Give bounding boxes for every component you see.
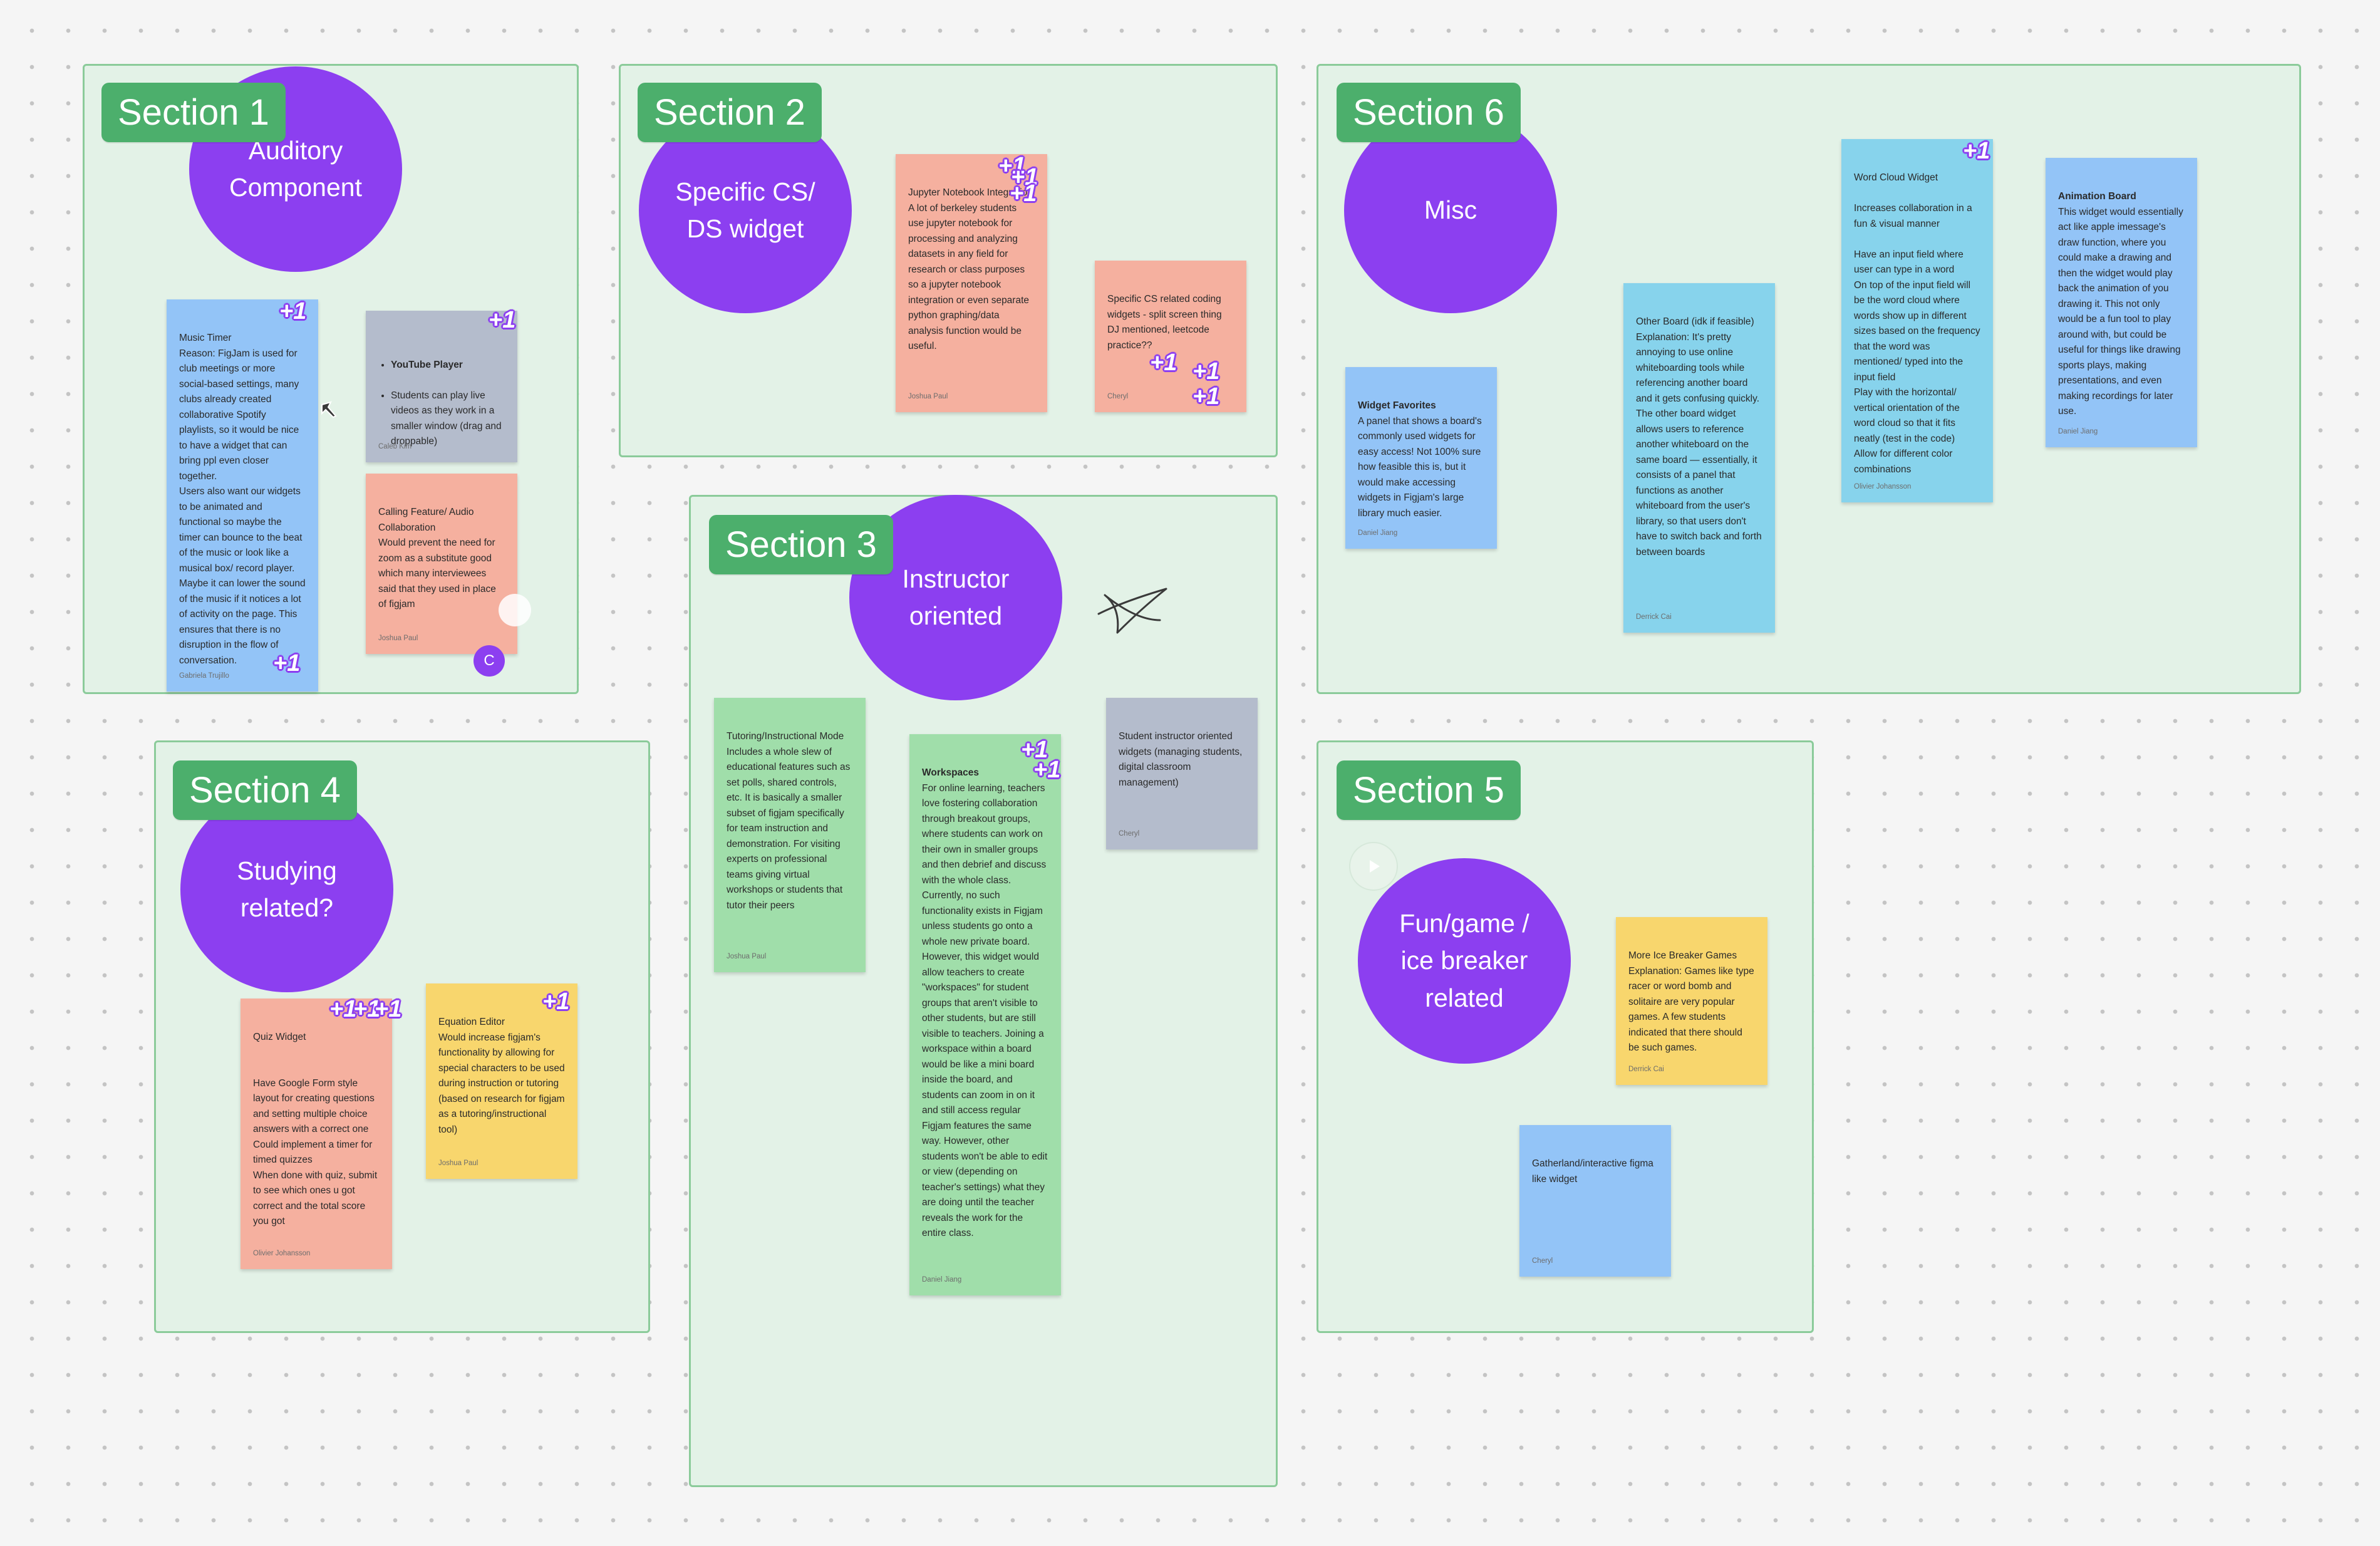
plus-one-vote-badge[interactable]: +1: [1010, 180, 1037, 207]
plus-one-vote-badge[interactable]: +1: [1193, 383, 1220, 410]
plus-one-vote-badge[interactable]: +1: [353, 996, 381, 1022]
sticky-note-animation-board[interactable]: Animation Board This widget would essent…: [2046, 158, 2197, 447]
play-button[interactable]: [1349, 842, 1398, 891]
note-text: Calling Feature/ Audio Collaboration Wou…: [378, 507, 496, 610]
sticky-note-calling-feature[interactable]: Calling Feature/ Audio Collaboration Wou…: [366, 474, 517, 654]
note-text: Equation Editor Would increase figjam's …: [438, 1017, 565, 1135]
note-text: Students can play live videos as they wo…: [391, 388, 505, 450]
doodle-star-drawing: [1097, 588, 1167, 634]
sticky-note-workspaces[interactable]: Workspaces For online learning, teachers…: [909, 734, 1061, 1295]
note-author: Caleb Kim: [378, 442, 412, 450]
plus-one-vote-badge[interactable]: +1: [489, 307, 516, 333]
note-author: Cheryl: [1532, 1257, 1553, 1265]
sticky-note-cs-coding[interactable]: Specific CS related coding widgets - spl…: [1095, 261, 1246, 412]
note-text: Jupyter Notebook Integration A lot of be…: [908, 187, 1033, 352]
plus-one-vote-badge[interactable]: +1: [375, 996, 402, 1022]
plus-one-vote-badge[interactable]: +1: [329, 996, 357, 1022]
section-6-label[interactable]: Section 6: [1337, 83, 1521, 142]
sticky-note-tutoring-mode[interactable]: Tutoring/Instructional Mode Includes a w…: [714, 698, 866, 972]
note-author: Olivier Johansson: [1854, 482, 1912, 490]
section-1-label[interactable]: Section 1: [101, 83, 286, 142]
note-title: YouTube Player: [391, 358, 505, 373]
note-author: Joshua Paul: [378, 634, 418, 642]
mouse-pointer-icon: [321, 401, 337, 418]
sticky-note-gatherland[interactable]: Gatherland/interactive figma like widget…: [1519, 1125, 1671, 1277]
note-text: Quiz Widget Have Google Form style layou…: [253, 1032, 378, 1227]
section-4-label[interactable]: Section 4: [173, 760, 357, 820]
note-author: Daniel Jiang: [1358, 529, 1398, 537]
note-text: Music Timer Reason: FigJam is used for c…: [179, 333, 306, 666]
note-text: More Ice Breaker Games Explanation: Game…: [1628, 950, 1754, 1054]
plus-one-vote-badge[interactable]: +1: [1150, 350, 1177, 376]
note-text: Student instructor oriented widgets (man…: [1119, 731, 1243, 788]
plus-one-vote-badge[interactable]: +1: [1193, 358, 1220, 385]
note-text: This widget would essentially act like a…: [2058, 206, 2183, 417]
topic-circle-fun-game[interactable]: Fun/game / ice breaker related: [1358, 858, 1571, 1064]
sticky-note-music-timer[interactable]: Music Timer Reason: FigJam is used for c…: [167, 299, 318, 692]
section-3-label[interactable]: Section 3: [709, 515, 893, 574]
note-title: Animation Board: [2058, 191, 2136, 202]
note-author: Joshua Paul: [908, 392, 948, 400]
plus-one-vote-badge[interactable]: +1: [1011, 164, 1038, 190]
note-text: Word Cloud Widget Increases collaboratio…: [1854, 172, 1980, 475]
note-author: Daniel Jiang: [922, 1275, 962, 1284]
section-2-label[interactable]: Section 2: [638, 83, 822, 142]
note-author: Cheryl: [1107, 392, 1129, 400]
note-author: Gabriela Trujillo: [179, 672, 229, 680]
sticky-note-ice-breaker[interactable]: More Ice Breaker Games Explanation: Game…: [1616, 917, 1767, 1085]
plus-one-vote-badge[interactable]: +1: [1033, 757, 1061, 783]
plus-one-vote-badge[interactable]: +1: [273, 650, 301, 677]
note-author: Joshua Paul: [727, 952, 767, 960]
plus-one-vote-badge[interactable]: +1: [1021, 737, 1048, 763]
sticky-note-youtube[interactable]: YouTube Player Students can play live vi…: [366, 311, 517, 462]
collaborator-avatar[interactable]: C: [473, 645, 505, 677]
collaborator-cursor-shadow: [499, 594, 531, 626]
note-author: Cheryl: [1119, 829, 1140, 838]
note-author: Derrick Cai: [1636, 613, 1672, 621]
plus-one-vote-badge[interactable]: +1: [542, 988, 570, 1015]
plus-one-vote-badge[interactable]: +1: [1963, 138, 1990, 164]
sticky-note-quiz-widget[interactable]: Quiz Widget Have Google Form style layou…: [241, 999, 392, 1269]
note-author: Olivier Johansson: [253, 1249, 311, 1257]
note-title: Workspaces: [922, 767, 980, 779]
sticky-note-student-instructor[interactable]: Student instructor oriented widgets (man…: [1106, 698, 1258, 849]
plus-one-vote-badge[interactable]: +1: [998, 153, 1026, 179]
note-text: A panel that shows a board's commonly us…: [1358, 415, 1482, 519]
note-bullet-list: YouTube Player Students can play live vi…: [378, 342, 505, 462]
note-text: For online learning, teachers love foste…: [922, 782, 1048, 1239]
play-icon: [1370, 860, 1380, 873]
note-text: Other Board (idk if feasible) Explanatio…: [1636, 316, 1762, 558]
sticky-note-jupyter[interactable]: Jupyter Notebook Integration A lot of be…: [896, 154, 1047, 412]
sticky-note-equation-editor[interactable]: Equation Editor Would increase figjam's …: [426, 983, 577, 1179]
topic-circle-instructor[interactable]: Instructor oriented: [849, 495, 1062, 700]
sticky-note-widget-favorites[interactable]: Widget Favorites A panel that shows a bo…: [1345, 367, 1497, 549]
note-author: Derrick Cai: [1628, 1065, 1664, 1073]
note-author: Daniel Jiang: [2058, 427, 2098, 435]
note-text: Gatherland/interactive figma like widget: [1532, 1158, 1653, 1185]
note-title: Widget Favorites: [1358, 400, 1436, 412]
note-text: Tutoring/Instructional Mode Includes a w…: [727, 731, 851, 911]
note-text: Specific CS related coding widgets - spl…: [1107, 294, 1222, 351]
topic-circle-studying[interactable]: Studying related?: [180, 787, 393, 992]
plus-one-vote-badge[interactable]: +1: [279, 298, 307, 324]
sticky-note-word-cloud[interactable]: Word Cloud Widget Increases collaboratio…: [1841, 139, 1993, 502]
section-5-label[interactable]: Section 5: [1337, 760, 1521, 820]
sticky-note-other-board[interactable]: Other Board (idk if feasible) Explanatio…: [1623, 283, 1775, 633]
note-author: Joshua Paul: [438, 1159, 479, 1167]
